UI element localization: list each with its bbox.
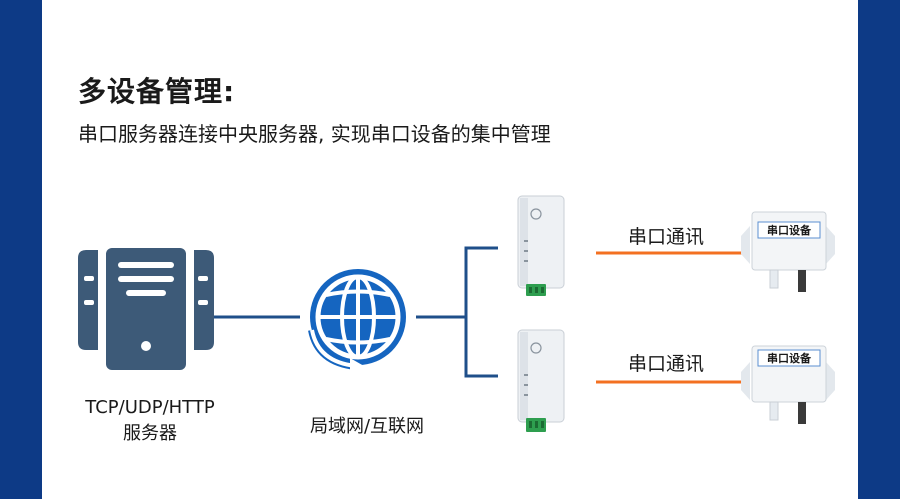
device-tag-2: 串口设备 [767,351,812,365]
network-label: 局域网/互联网 [309,416,425,437]
serial-server-device-1 [517,195,565,296]
page-title: 多设备管理: [78,75,236,108]
device-tag-1: 串口设备 [767,223,812,237]
server-label-protocols: TCP/UDP/HTTP [85,397,215,418]
link-label-1: 串口通讯 [628,226,705,248]
page-subtitle: 串口服务器连接中央服务器, 实现串口设备的集中管理 [78,122,551,146]
globe-icon [308,269,406,374]
bus-bracket-line [464,246,498,378]
server-label: TCP/UDP/HTTP 服务器 [70,395,230,447]
server-label-name: 服务器 [123,423,177,444]
server-icon [78,248,214,370]
serial-server-device-2 [517,329,565,432]
link-label-2: 串口通讯 [628,353,705,375]
serial-sensor-device-1 [741,211,835,292]
serial-sensor-device-2 [741,345,835,424]
